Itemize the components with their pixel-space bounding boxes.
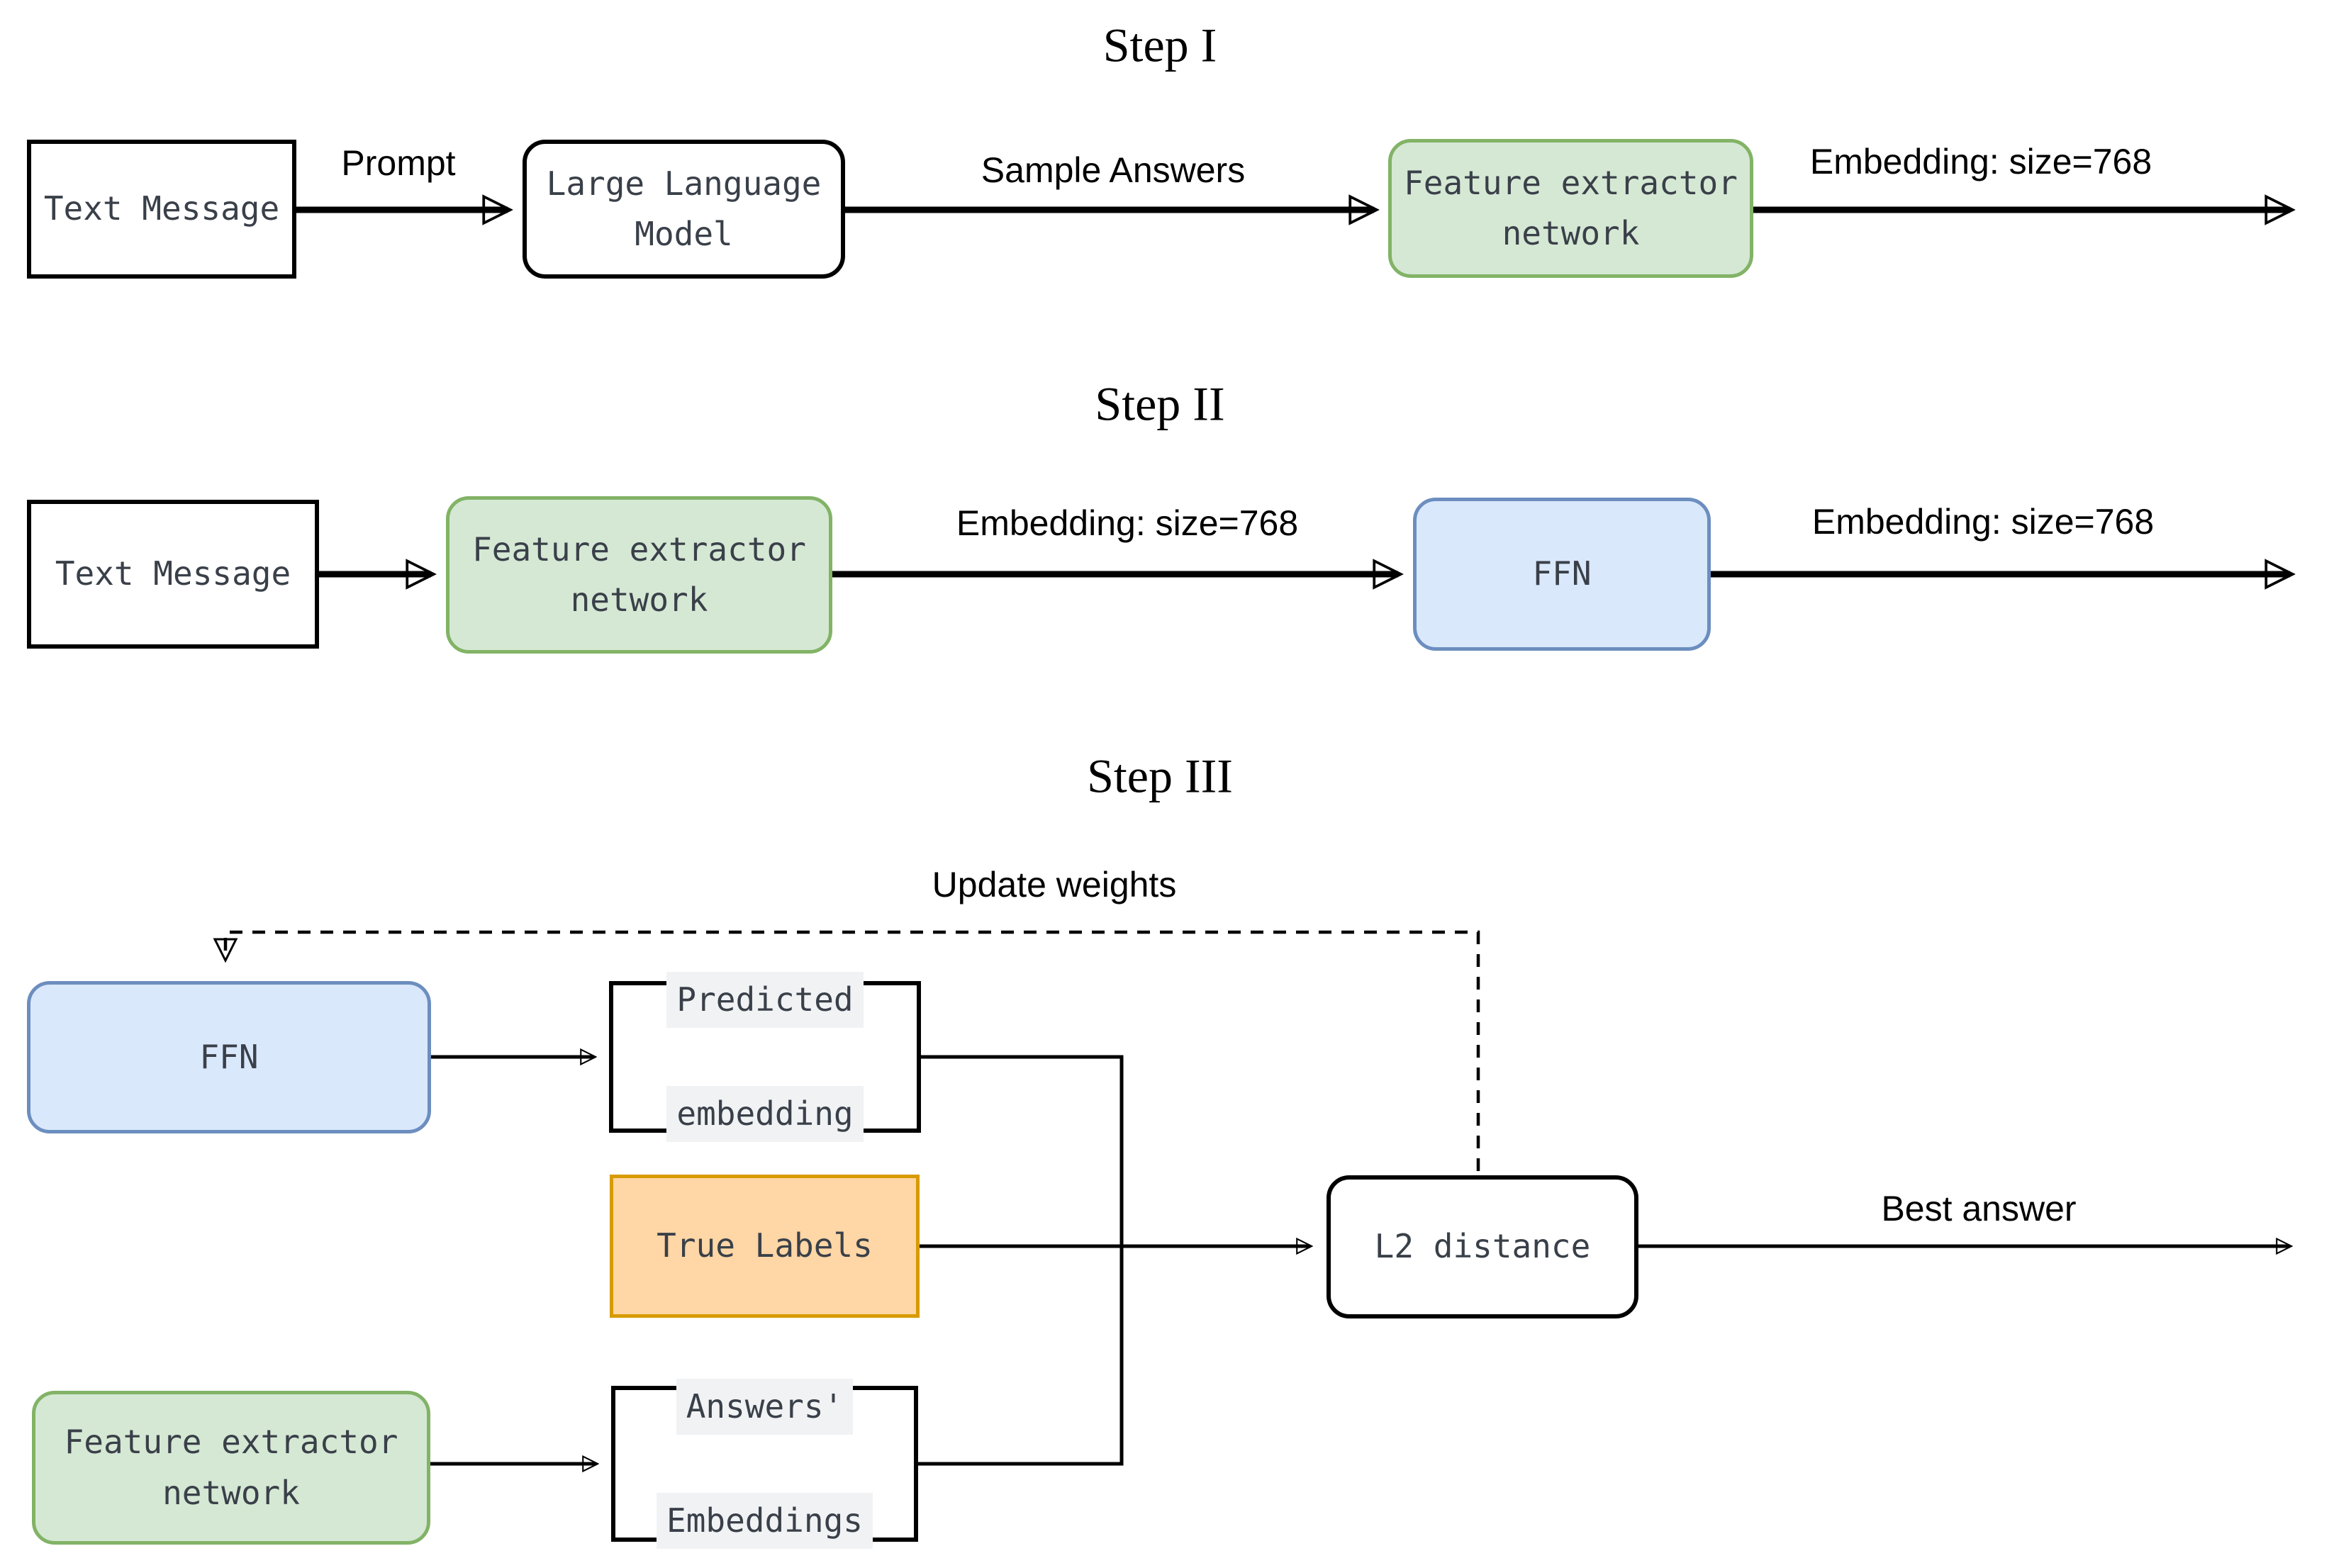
label-embedding-step1: Embedding: size=768 [1809,142,2152,181]
edge-merge-connector [918,1055,1124,1466]
answers-embeddings-lines: Answers' Embeddings [657,1325,873,1568]
label-prompt: Prompt [341,143,456,183]
answers-embeddings-line2: Embeddings [657,1492,873,1549]
node-predicted-embedding: Predicted embedding [609,972,921,1142]
predicted-embedding-lines: Predicted embedding [666,918,864,1196]
answers-embeddings-line1: Answers' [676,1379,854,1435]
node-large-language-model: Large Language Model [523,140,845,279]
step1-title: Step I [1102,18,1217,72]
node-l2-distance: L2 distance [1327,1175,1638,1318]
node-ffn-2: FFN [1413,498,1711,651]
label-embedding-step2a: Embedding: size=768 [956,503,1299,543]
predicted-embedding-line1: Predicted [666,972,864,1029]
predicted-embedding-line2: embedding [666,1085,864,1142]
step3-title: Step III [1087,749,1233,803]
node-answers-embeddings: Answers' Embeddings [611,1379,918,1549]
edge-update-weights-dashed-arrow [225,930,1480,1171]
label-update-weights: Update weights [932,865,1177,905]
label-sample-answers: Sample Answers [981,150,1246,190]
node-text-message-1: Text Message [27,140,296,279]
node-feature-extractor-1: Feature extractor network [1388,139,1753,278]
node-ffn-3: FFN [27,981,431,1133]
node-true-labels: True Labels [610,1175,920,1318]
node-text-message-2: Text Message [27,500,319,649]
step2-title: Step II [1095,376,1225,431]
node-feature-extractor-2: Feature extractor network [446,496,832,654]
label-best-answer: Best answer [1881,1189,2077,1228]
label-embedding-step2b: Embedding: size=768 [1811,502,2155,542]
node-feature-extractor-3: Feature extractor network [32,1391,430,1545]
